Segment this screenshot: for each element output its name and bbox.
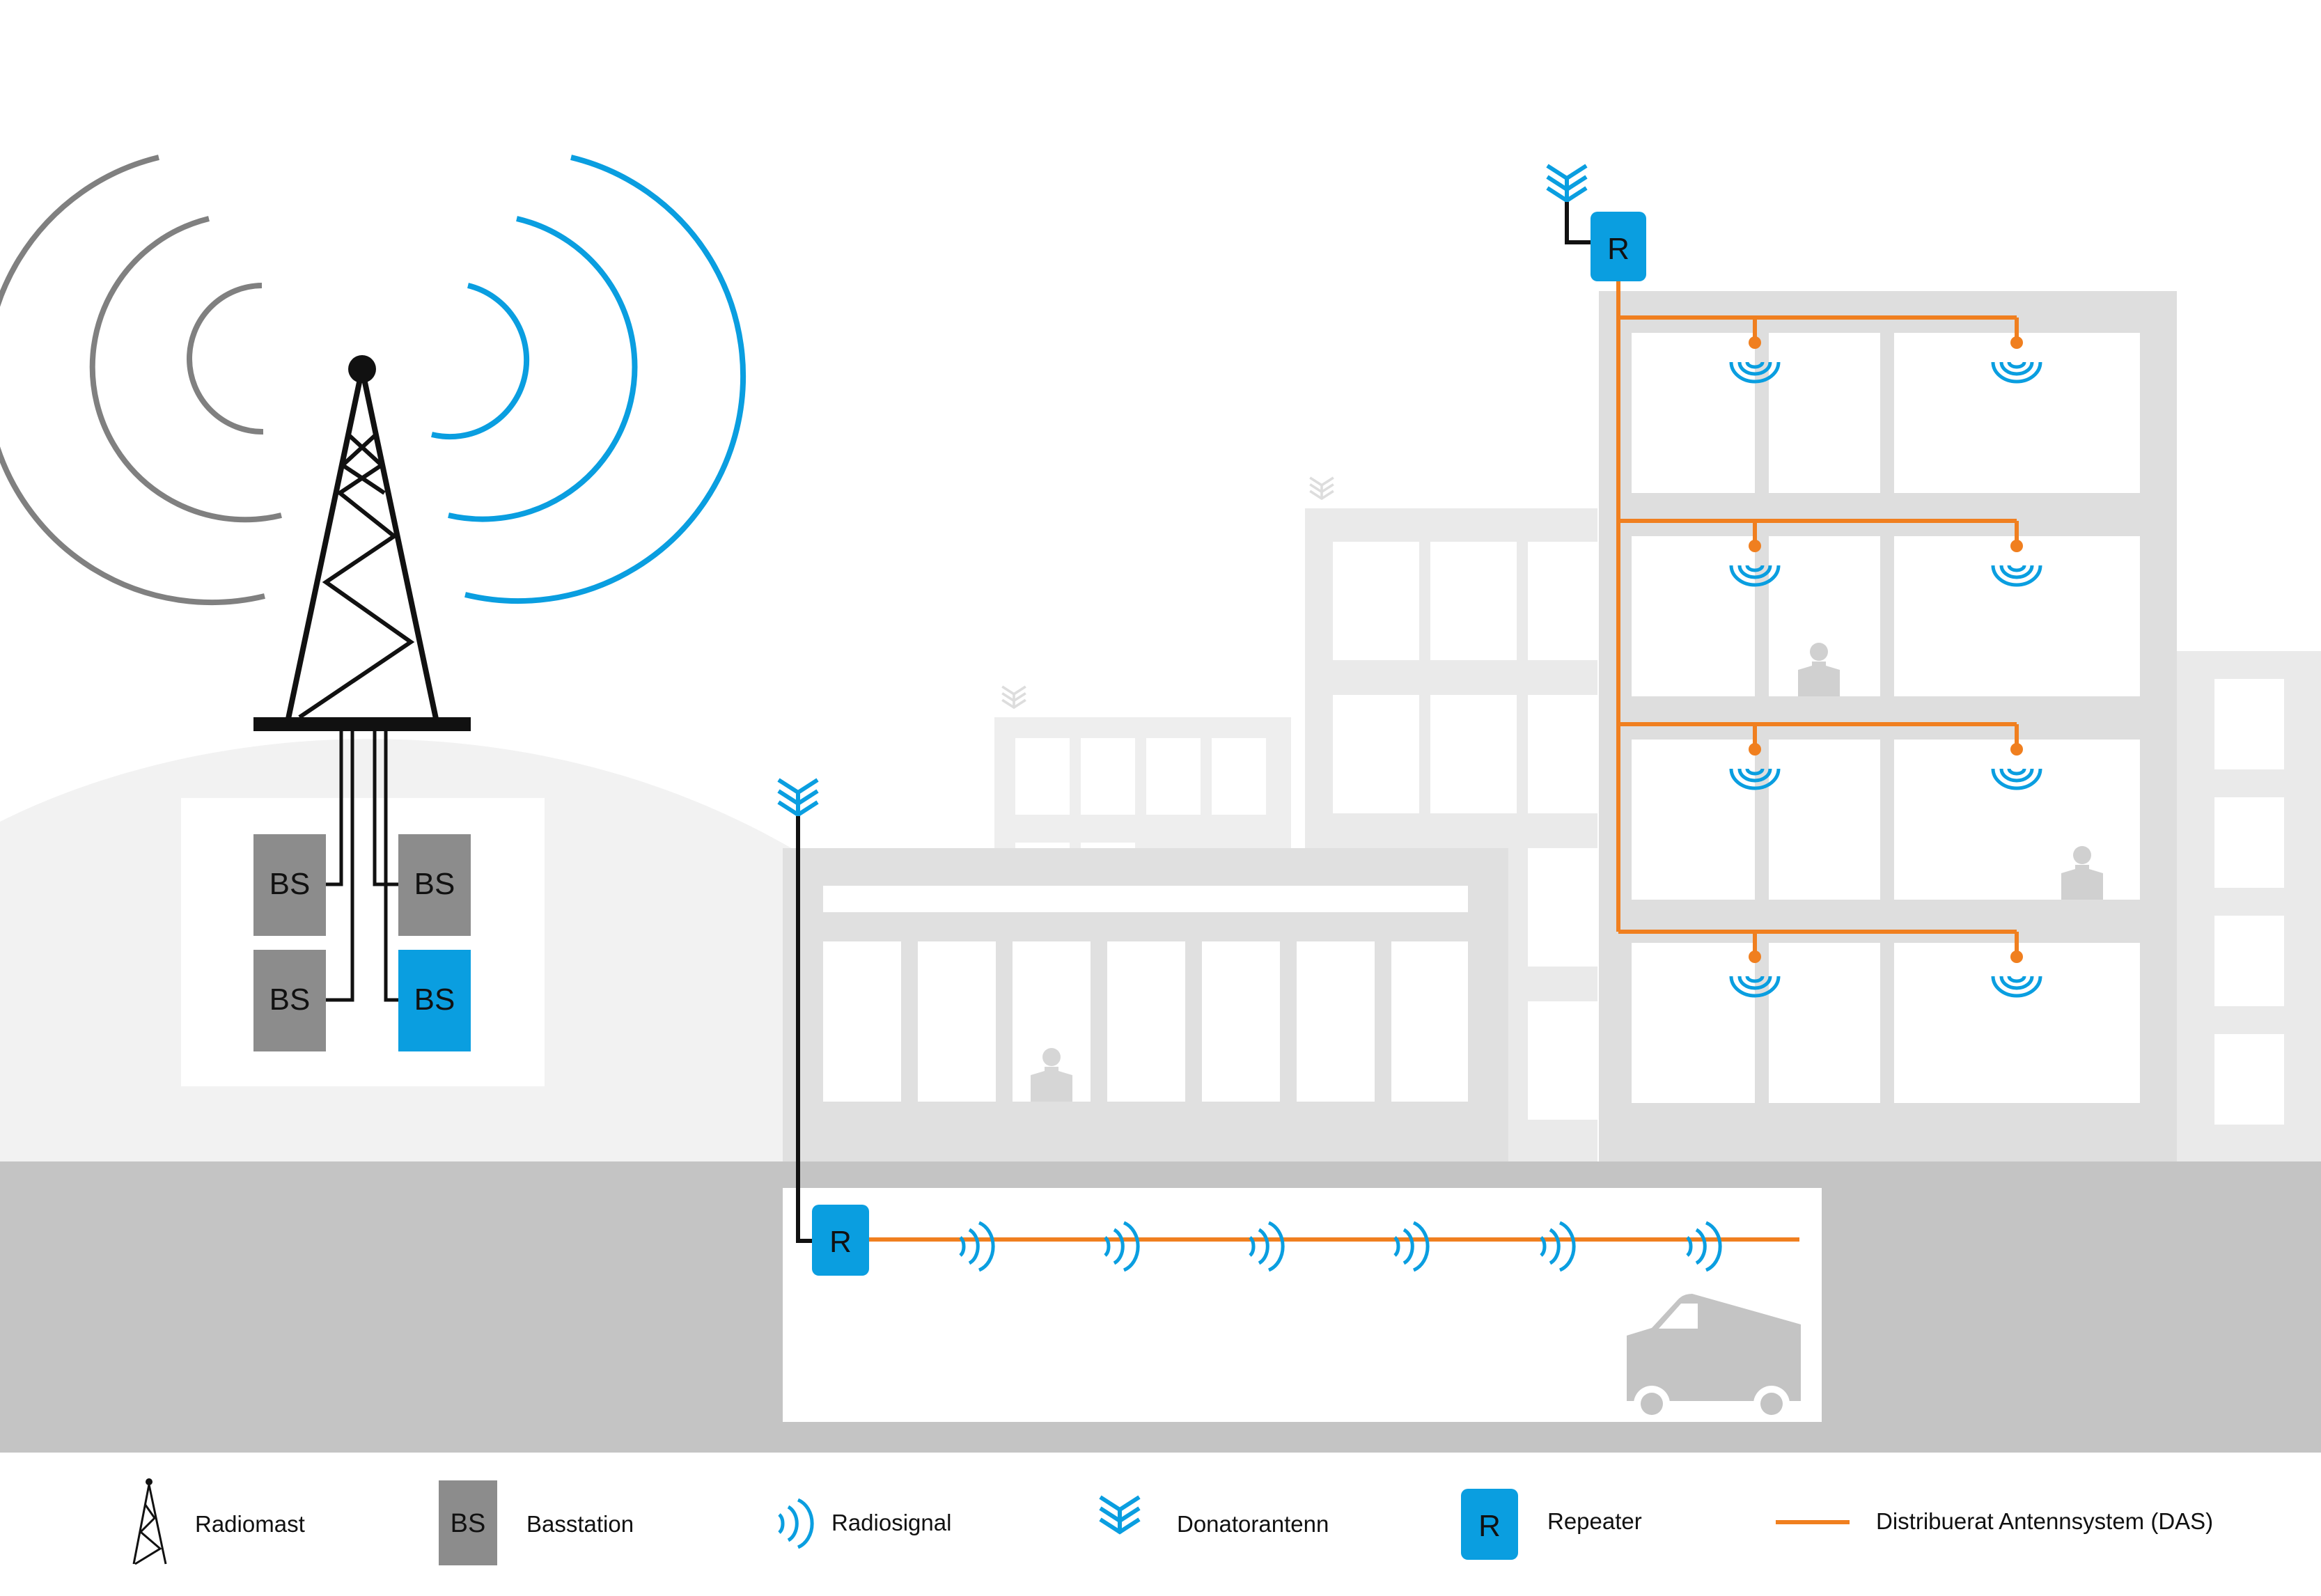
base-station-top-right: BS bbox=[398, 834, 471, 936]
das-cable-tall-building bbox=[1616, 281, 2019, 955]
donor-antenna-icon bbox=[1547, 166, 1586, 202]
base-station-bottom-right-active: BS bbox=[398, 950, 471, 1051]
antenna-feed-line bbox=[1565, 202, 1591, 244]
repeater-tunnel: R bbox=[812, 1205, 869, 1276]
base-station-top-left: BS bbox=[253, 834, 326, 936]
base-station-bottom-left: BS bbox=[253, 950, 326, 1051]
repeater-top: R bbox=[1591, 212, 1646, 281]
legend-item-radiomast: Radiomast bbox=[132, 1478, 305, 1565]
base-station-shelter bbox=[181, 798, 545, 1086]
low-building bbox=[783, 848, 1508, 1168]
repeater-label: R bbox=[1478, 1509, 1501, 1543]
legend-label: Distribuerat Antennsystem (DAS) bbox=[1876, 1508, 2213, 1534]
bs-label: BS bbox=[269, 983, 311, 1017]
donor-antenna-icon bbox=[1100, 1497, 1139, 1533]
far-building-right bbox=[2173, 651, 2321, 1163]
bs-label: BS bbox=[451, 1509, 486, 1538]
legend-item-basstation: BS Basstation bbox=[439, 1480, 634, 1565]
legend-item-radiosignal: Radiosignal bbox=[779, 1500, 951, 1547]
legend: Radiomast BS Basstation Radiosignal Dona… bbox=[132, 1478, 2213, 1565]
donor-antenna-icon bbox=[779, 780, 818, 816]
radio-tower-icon bbox=[253, 355, 471, 731]
radio-tower-icon bbox=[132, 1478, 167, 1565]
legend-item-donatorantenn: Donatorantenn bbox=[1100, 1497, 1329, 1537]
tall-building bbox=[1599, 291, 2177, 1170]
bs-label: BS bbox=[269, 867, 311, 901]
radio-signal-icon bbox=[0, 155, 747, 606]
faded-antenna-icon bbox=[1308, 476, 1335, 501]
legend-label: Donatorantenn bbox=[1177, 1511, 1329, 1537]
base-station-icon bbox=[439, 1480, 497, 1565]
legend-label: Radiomast bbox=[195, 1511, 305, 1537]
repeater-label: R bbox=[829, 1225, 852, 1259]
legend-item-repeater: R Repeater bbox=[1461, 1489, 1642, 1560]
legend-item-das: Distribuerat Antennsystem (DAS) bbox=[1776, 1508, 2213, 1534]
tower-cables bbox=[326, 728, 398, 1002]
radio-signal-icon bbox=[779, 1500, 812, 1547]
van-icon bbox=[1627, 1294, 1801, 1422]
antenna-feed-line bbox=[796, 816, 812, 1243]
faded-antenna-icon bbox=[1001, 685, 1027, 710]
repeater-label: R bbox=[1607, 232, 1630, 266]
legend-label: Radiosignal bbox=[831, 1510, 951, 1535]
bs-label: BS bbox=[414, 983, 455, 1017]
das-nodes bbox=[1749, 336, 2023, 963]
repeater-icon bbox=[1461, 1489, 1518, 1560]
bs-label: BS bbox=[414, 867, 455, 901]
legend-label: Basstation bbox=[526, 1511, 634, 1537]
legend-label: Repeater bbox=[1547, 1508, 1642, 1534]
